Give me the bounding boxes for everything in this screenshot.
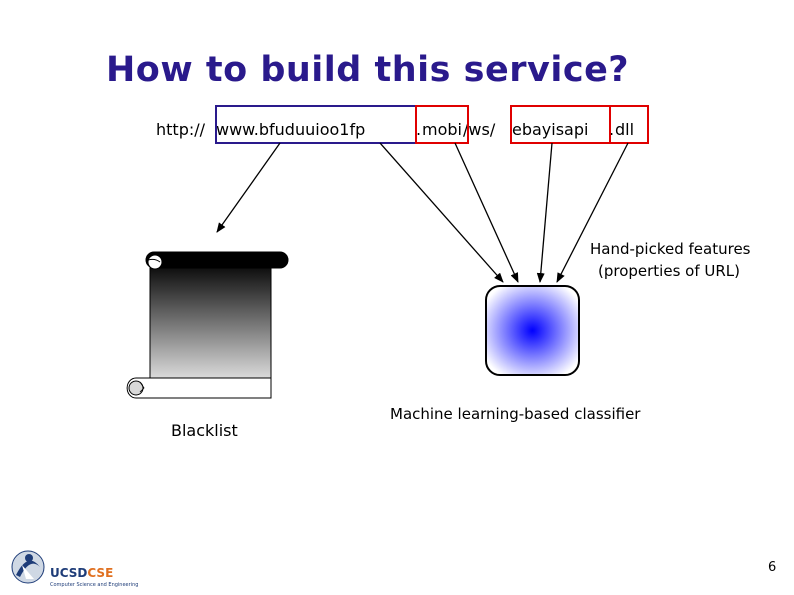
url-dot-1: . (416, 120, 422, 139)
url-tld-box (415, 105, 469, 144)
logo-subtitle: Computer Science and Engineering (50, 582, 139, 588)
blacklist-scroll-icon (126, 251, 289, 399)
url-extension-box (609, 105, 649, 144)
page-number: 6 (768, 560, 777, 575)
hand-picked-label-line2: (properties of URL) (598, 262, 741, 280)
url-path: /ws/ (463, 120, 496, 139)
logo-name-cse: CSE (87, 566, 114, 580)
url-extension: dll (615, 120, 635, 139)
url-host-box (215, 105, 417, 144)
url-tld: mobi (422, 120, 462, 139)
url-filename: ebayisapi (512, 120, 589, 139)
url-scheme: http:// (156, 120, 206, 139)
arrow-tld-to-classifier (454, 142, 519, 283)
classifier-box-icon (485, 285, 580, 376)
url-host: www.bfuduuioo1fp (216, 120, 366, 139)
hand-picked-label-line1: Hand-picked features (590, 240, 751, 258)
slide-title: How to build this service? (106, 50, 630, 90)
logo-name-ucsd: UCSD (50, 566, 88, 580)
blacklist-label: Blacklist (171, 421, 238, 440)
arrow-host-to-classifier (379, 142, 504, 283)
url-dot-2: . (609, 120, 615, 139)
url-filename-box (510, 105, 611, 144)
arrow-extension-to-classifier (556, 142, 629, 283)
arrow-filename-to-classifier (536, 142, 553, 283)
ucsd-cse-logo-icon (11, 550, 45, 584)
classifier-label: Machine learning-based classifier (390, 405, 641, 423)
arrow-to-blacklist (216, 142, 281, 233)
logo-text: UCSDCSE (50, 566, 113, 580)
